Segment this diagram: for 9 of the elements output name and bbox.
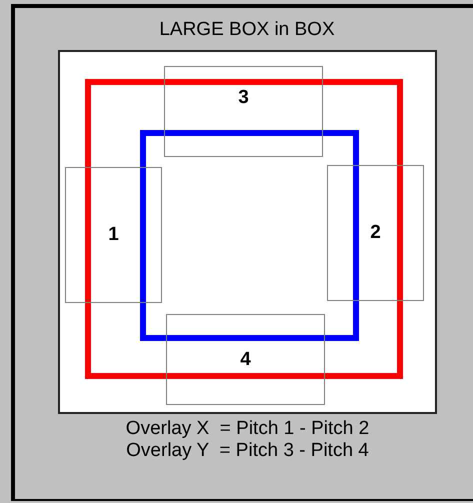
inner-square [140,130,359,341]
pad-box [65,167,162,303]
outer-square [85,79,403,379]
pad-box [327,165,424,301]
pad-box [164,66,323,157]
title: LARGE BOX in BOX [158,18,336,42]
formula-text: Overlay Y = Pitch 3 - Pitch 4 [126,440,369,462]
pad-box [166,314,325,405]
formula-text: Overlay X = Pitch 1 - Pitch 2 [126,418,370,440]
